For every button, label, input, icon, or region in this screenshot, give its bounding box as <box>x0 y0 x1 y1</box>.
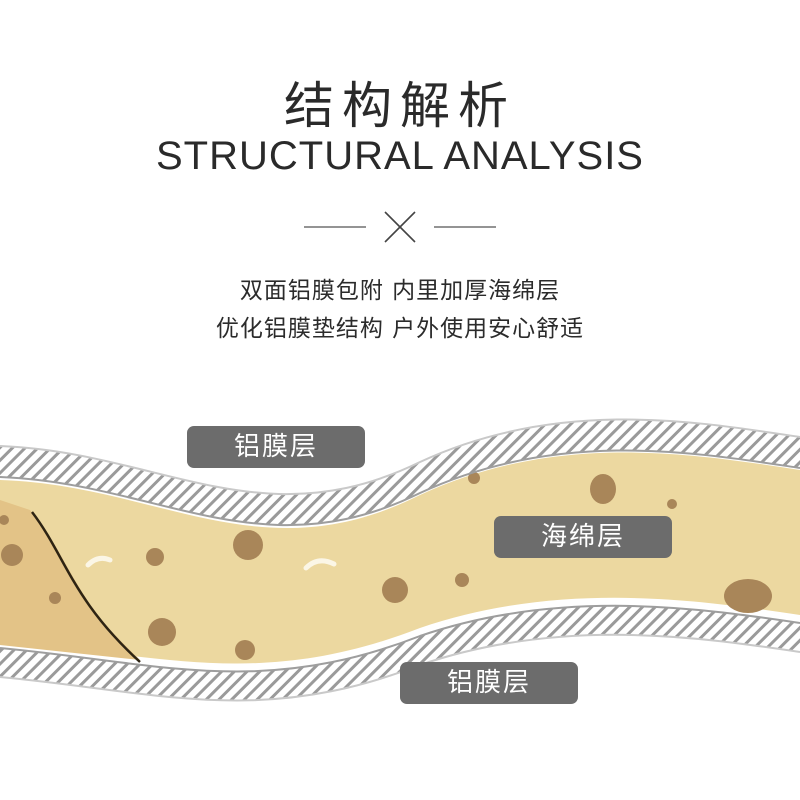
sponge-spots <box>0 472 772 660</box>
top-foil-layer <box>0 419 800 526</box>
label-sponge: 海绵层 <box>494 516 672 558</box>
title-divider <box>304 211 496 243</box>
page-title-en: STRUCTURAL ANALYSIS <box>155 134 644 178</box>
label-bottom-foil: 铝膜层 <box>400 662 578 704</box>
description-line-1: 双面铝膜包附 内里加厚海绵层 <box>239 278 561 304</box>
bottom-foil-layer <box>0 605 800 701</box>
description-line-2: 优化铝膜垫结构 户外使用安心舒适 <box>215 316 585 342</box>
sponge-fold-curve <box>31 511 141 663</box>
x-cross-icon <box>384 211 416 243</box>
layer-structure-illustration <box>0 418 800 702</box>
sponge-highlights <box>85 555 337 571</box>
sponge-end-shade <box>0 500 140 660</box>
sponge-layer <box>0 452 800 664</box>
label-top-foil: 铝膜层 <box>187 426 365 468</box>
page-title-cn: 结构解析 <box>284 77 516 135</box>
